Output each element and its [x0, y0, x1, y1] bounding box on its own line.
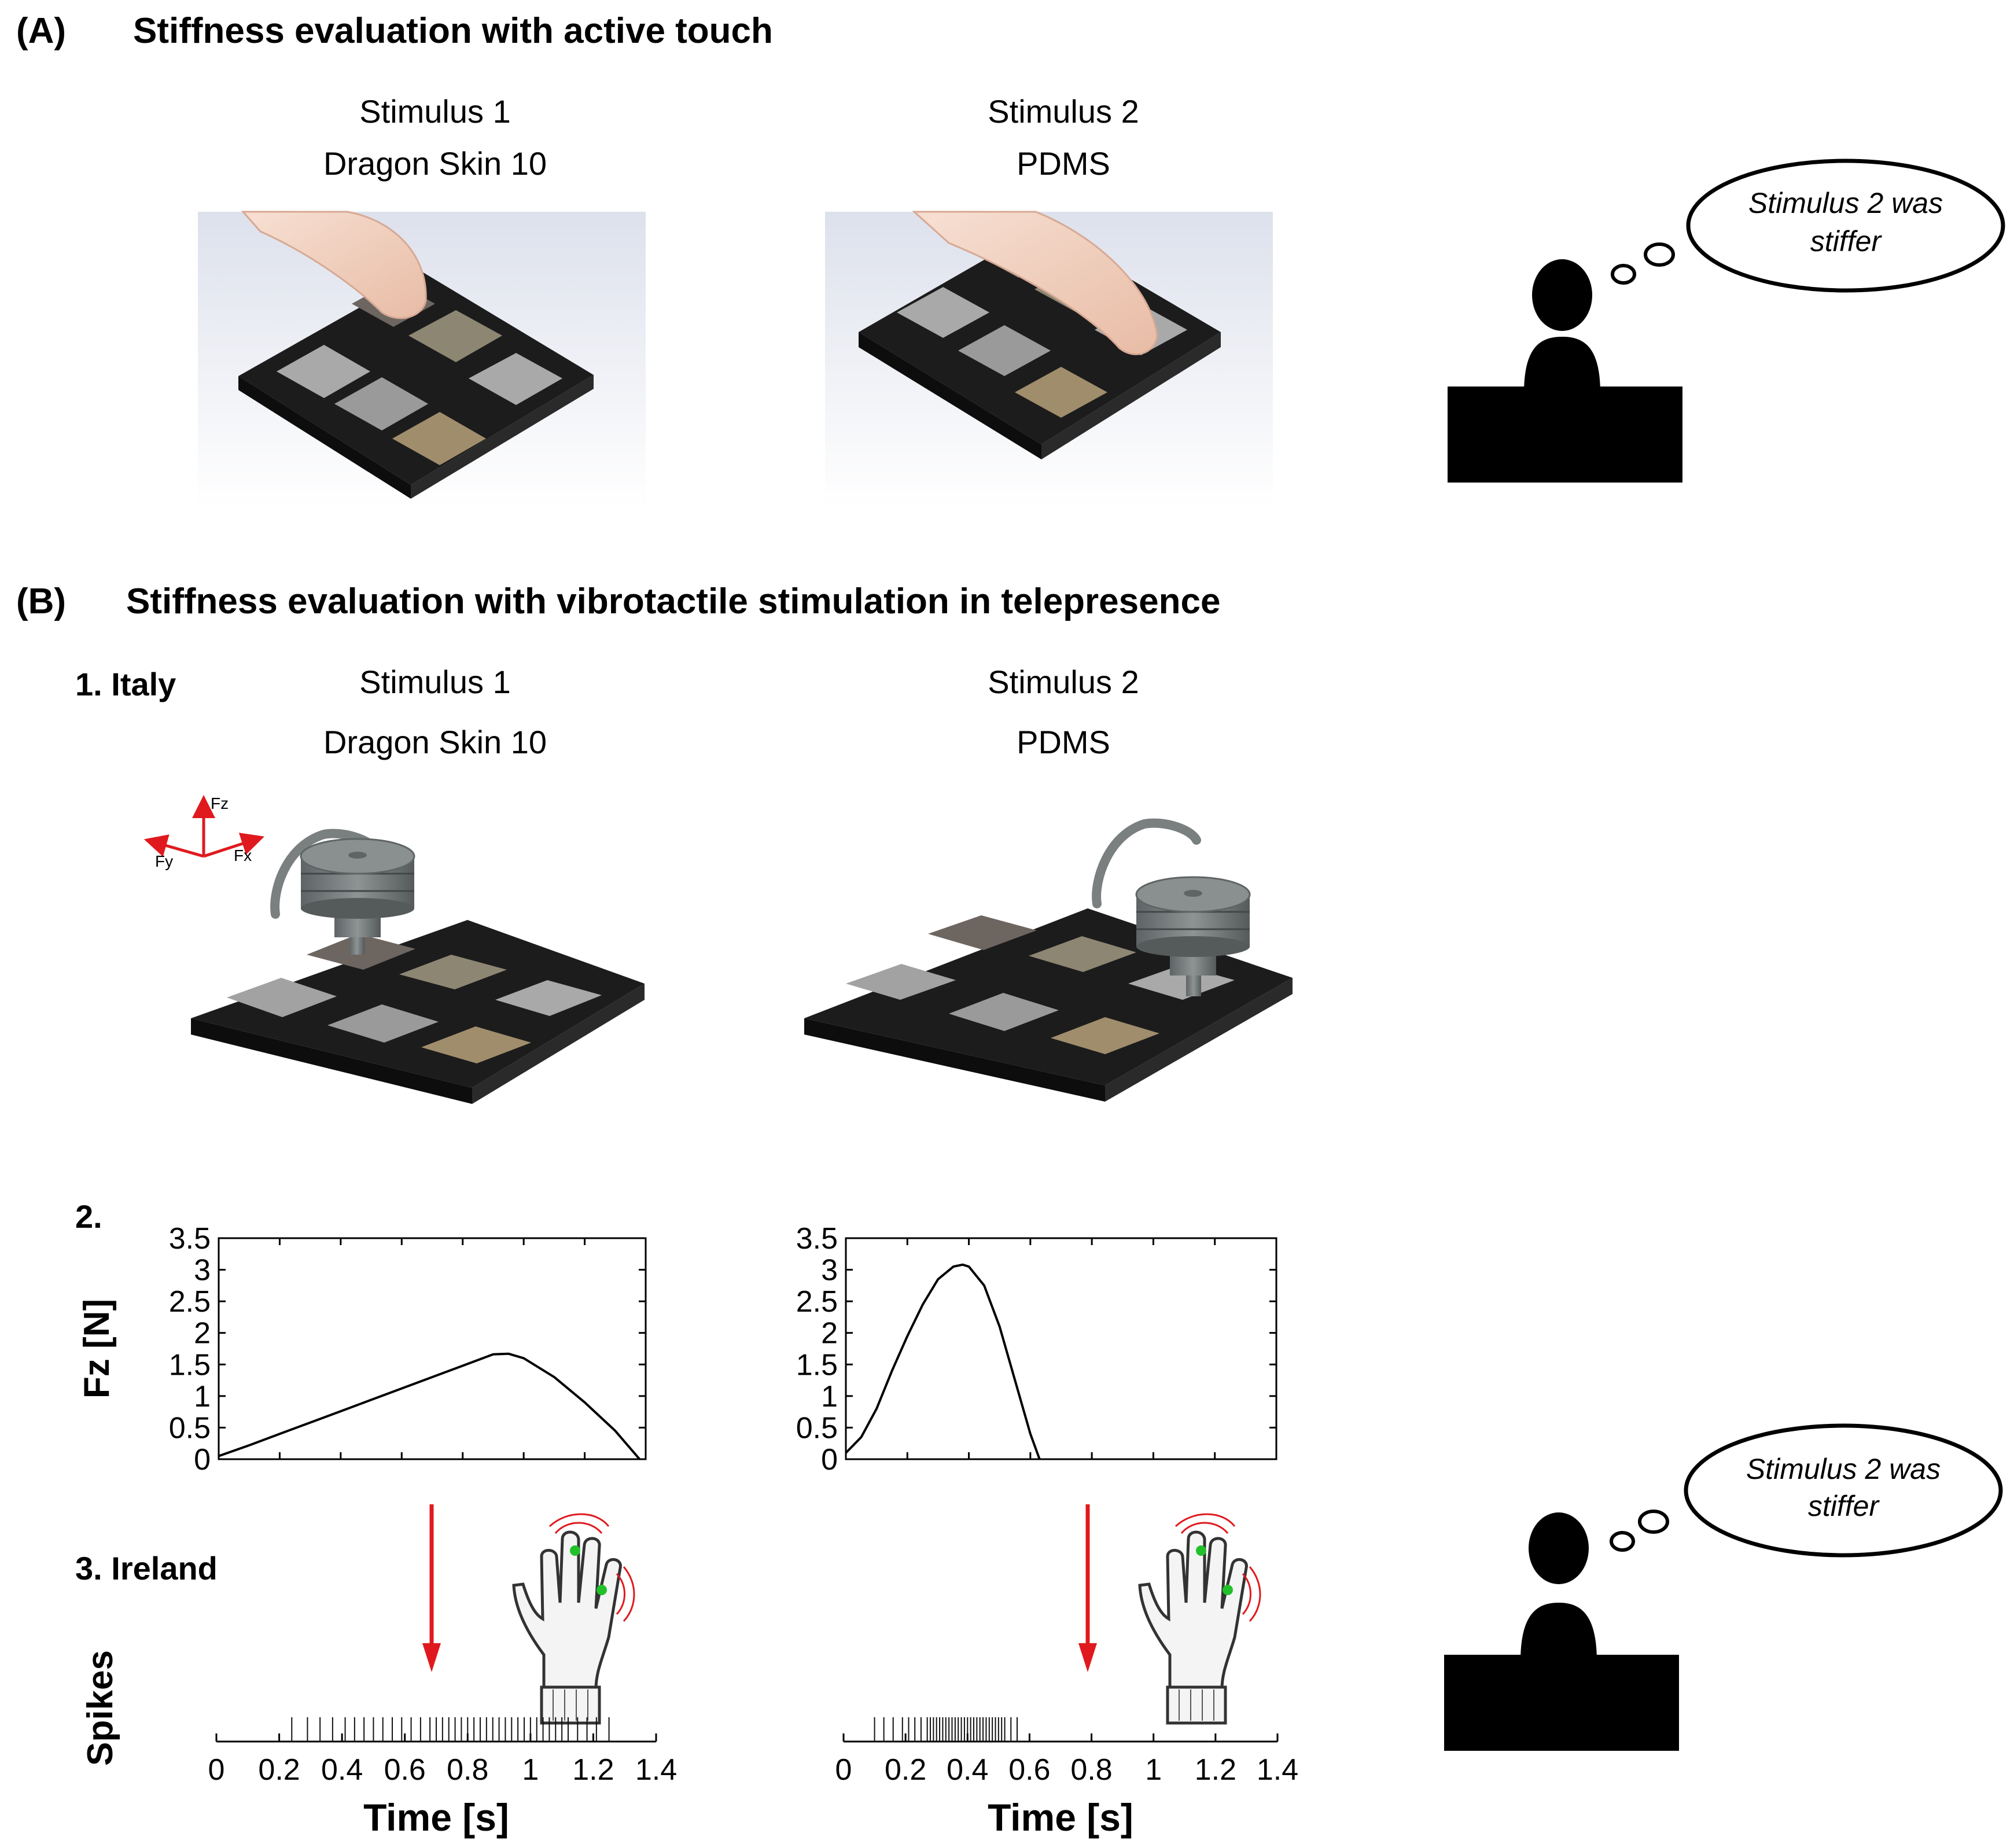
render-sensor-stimulus-1 [191, 829, 645, 1104]
x-tick-label: 0.6 [1008, 1753, 1050, 1787]
force-chart-stimulus-1: 00.511.522.533.5 Fz [N] [77, 1222, 647, 1477]
x-tick-label: 1 [1145, 1753, 1162, 1787]
y-tick-label: 3.5 [169, 1222, 211, 1256]
y-tick-label: 0.5 [796, 1411, 838, 1445]
transmission-arrow-1 [422, 1504, 441, 1672]
axis-fz-label: Fz [211, 794, 229, 812]
axis-fx-label: Fx [234, 846, 252, 864]
y-tick-label: 2 [194, 1317, 211, 1350]
step-1-label: 1. Italy [75, 666, 176, 702]
y-tick-label: 0 [821, 1443, 838, 1477]
render-active-touch-stimulus-1 [198, 211, 646, 507]
force-series-line [218, 1352, 641, 1460]
vibrotactile-glove-icon-1 [512, 1513, 635, 1725]
x-tick-label: 0.6 [384, 1753, 426, 1787]
panel-b-stim2-name: Stimulus 2 [988, 664, 1139, 700]
y-tick-label: 3 [821, 1254, 838, 1287]
step-3-label: 3. Ireland [75, 1550, 218, 1586]
y-axis-label: Fz [N] [77, 1299, 117, 1398]
thought-a-line2: stiffer [1810, 225, 1883, 257]
y-tick-label: 1.5 [169, 1348, 211, 1382]
y-tick-label: 2.5 [796, 1285, 838, 1319]
render-active-touch-stimulus-2 [825, 211, 1273, 507]
force-axes-indicator: Fz Fx Fy [143, 794, 265, 870]
panel-b-stim2-material: PDMS [1017, 724, 1110, 760]
y-tick-label: 1 [194, 1380, 211, 1413]
x-tick-label: 1.4 [1257, 1753, 1298, 1787]
person-icon-a [1448, 259, 1682, 483]
plot-frame [845, 1237, 1277, 1460]
force-series-line [845, 1263, 1041, 1460]
x-tick-label: 0.8 [1070, 1753, 1112, 1787]
panel-b-stim1-name: Stimulus 1 [359, 664, 510, 700]
x-tick-label: 0.2 [258, 1753, 300, 1787]
x-tick-label: 1.2 [572, 1753, 614, 1787]
plot-frame [218, 1237, 647, 1460]
panel-a-stim2-name: Stimulus 2 [988, 93, 1139, 130]
transmission-arrow-2 [1078, 1504, 1097, 1672]
thought-bubble-b: Stimulus 2 was stiffer [1610, 1423, 2003, 1558]
y-axis-label: Spikes [80, 1650, 120, 1766]
x-tick-label: 1.2 [1195, 1753, 1236, 1787]
y-tick-label: 0.5 [169, 1411, 211, 1445]
panel-a-letter: (A) [16, 11, 66, 51]
panel-a-title: Stiffness evaluation with active touch [133, 11, 773, 51]
render-sensor-stimulus-2 [804, 818, 1293, 1102]
person-icon-b [1444, 1512, 1679, 1751]
panel-b-letter: (B) [16, 581, 66, 621]
panel-a-stim1-name: Stimulus 1 [359, 93, 510, 130]
vibrotactile-glove-icon-2 [1138, 1513, 1261, 1725]
panel-b-stim1-material: Dragon Skin 10 [323, 724, 547, 760]
y-tick-label: 3 [194, 1254, 211, 1287]
panel-a-stim1-material: Dragon Skin 10 [323, 145, 547, 182]
thought-b-line1: Stimulus 2 was [1746, 1453, 1941, 1485]
x-tick-label: 0.4 [321, 1753, 363, 1787]
x-axis-label: Time [s] [988, 1796, 1133, 1839]
x-tick-label: 1 [522, 1753, 539, 1787]
x-tick-label: 0.2 [885, 1753, 926, 1787]
x-tick-label: 1.4 [635, 1753, 677, 1787]
thought-a-line1: Stimulus 2 was [1748, 187, 1943, 219]
force-chart-stimulus-2: 00.511.522.533.5 [796, 1222, 1277, 1477]
step-2-label: 2. [75, 1198, 102, 1235]
thought-b-line2: stiffer [1808, 1490, 1880, 1522]
x-tick-label: 0 [835, 1753, 852, 1787]
panel-b-title: Stiffness evaluation with vibrotactile s… [126, 581, 1220, 621]
y-tick-label: 1.5 [796, 1348, 838, 1382]
y-tick-label: 0 [194, 1443, 211, 1477]
y-tick-label: 2.5 [169, 1285, 211, 1319]
x-axis-label: Time [s] [363, 1796, 509, 1839]
y-tick-label: 1 [821, 1380, 838, 1413]
x-tick-label: 0.8 [447, 1753, 488, 1787]
y-tick-label: 3.5 [796, 1222, 838, 1256]
panel-a-stim2-material: PDMS [1017, 145, 1110, 182]
axis-fy-label: Fy [155, 852, 173, 870]
thought-bubble-a: Stimulus 2 was stiffer [1611, 159, 2005, 293]
x-tick-label: 0 [208, 1753, 225, 1787]
y-tick-label: 2 [821, 1317, 838, 1350]
x-tick-label: 0.4 [947, 1753, 988, 1787]
